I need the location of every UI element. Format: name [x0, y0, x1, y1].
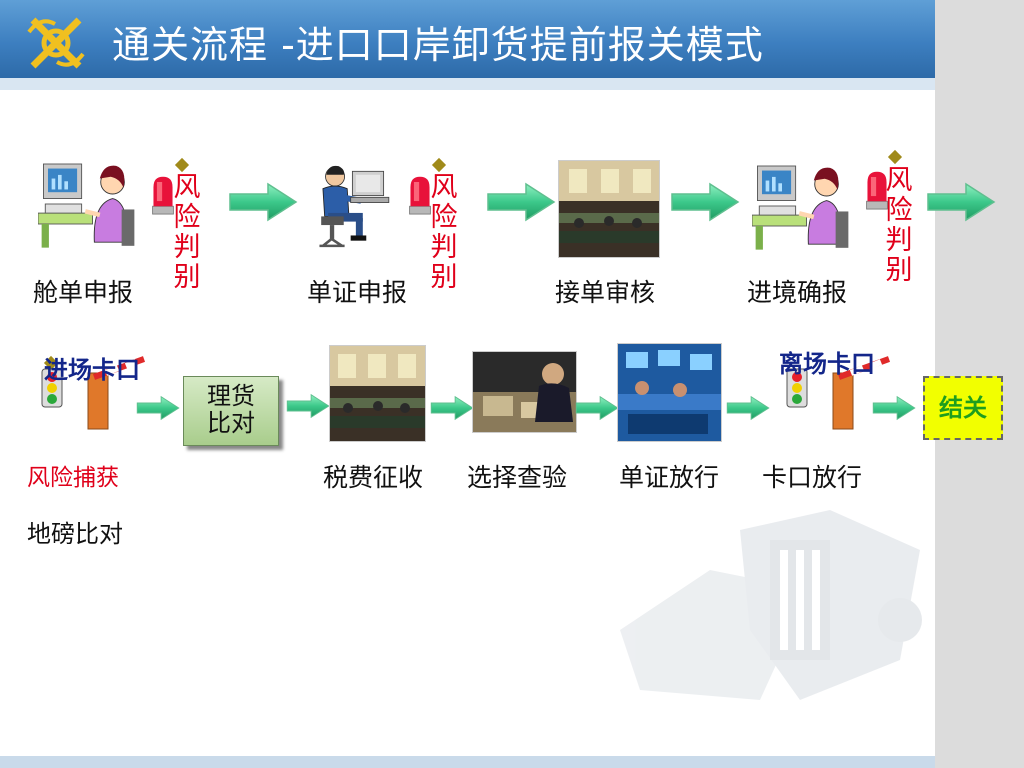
title-bar	[0, 0, 935, 78]
customs-emblem-icon	[27, 17, 85, 69]
woman-at-computer-icon	[38, 158, 138, 250]
step-label-confirm: 进境确报	[747, 278, 848, 307]
bullet-diamond-icon	[174, 157, 190, 173]
tally-compare-box: 理货比对	[183, 376, 279, 446]
flow-arrow-icon	[286, 388, 330, 424]
bullet-diamond-icon	[431, 157, 447, 173]
flow-arrow-icon	[136, 390, 180, 426]
bottom-bar	[0, 756, 935, 768]
flow-arrow-icon	[670, 182, 740, 222]
risk-capture-text: 风险捕获	[27, 465, 119, 491]
clearance-end-box: 结关	[923, 376, 1003, 440]
customs-hall-photo	[329, 345, 426, 442]
risk-judgement-text: 风险判别	[885, 165, 913, 286]
step-label-tax: 税费征收	[323, 463, 424, 492]
risk-judgement-text: 风险判别	[430, 172, 458, 293]
customs-building-watermark	[620, 510, 922, 700]
gate-out-label: 离场卡口	[779, 350, 875, 378]
woman-at-computer-icon	[752, 160, 852, 252]
flow-arrow-icon	[486, 182, 556, 222]
weighbridge-compare-text: 地磅比对	[27, 520, 123, 548]
inspection-photo	[472, 351, 577, 433]
customs-hall-photo	[558, 160, 660, 258]
risk-judgement-text: 风险判别	[173, 172, 201, 293]
flow-arrow-icon	[872, 390, 916, 426]
flow-arrow-icon	[228, 182, 298, 222]
tally-compare-text: 理货比对	[207, 382, 255, 437]
flow-arrow-icon	[926, 182, 996, 222]
title-bar-stripe	[0, 78, 935, 90]
flow-arrow-icon	[726, 390, 770, 426]
flow-arrow-icon	[575, 390, 619, 426]
step-label-review: 接单审核	[555, 278, 656, 307]
step-label-gate-release: 卡口放行	[762, 463, 863, 492]
flow-arrow-icon	[430, 390, 474, 426]
monitoring-room-photo	[617, 343, 722, 442]
step-label-release: 单证放行	[619, 463, 720, 492]
gate-in-label: 进场卡口	[44, 356, 140, 384]
man-at-computer-icon	[316, 158, 394, 254]
page-title: 通关流程 -进口口岸卸货提前报关模式	[112, 23, 764, 67]
bullet-diamond-icon	[887, 149, 903, 165]
step-label-manifest: 舱单申报	[33, 278, 134, 307]
step-label-declaration: 单证申报	[307, 278, 408, 307]
step-label-inspection: 选择查验	[467, 463, 568, 492]
